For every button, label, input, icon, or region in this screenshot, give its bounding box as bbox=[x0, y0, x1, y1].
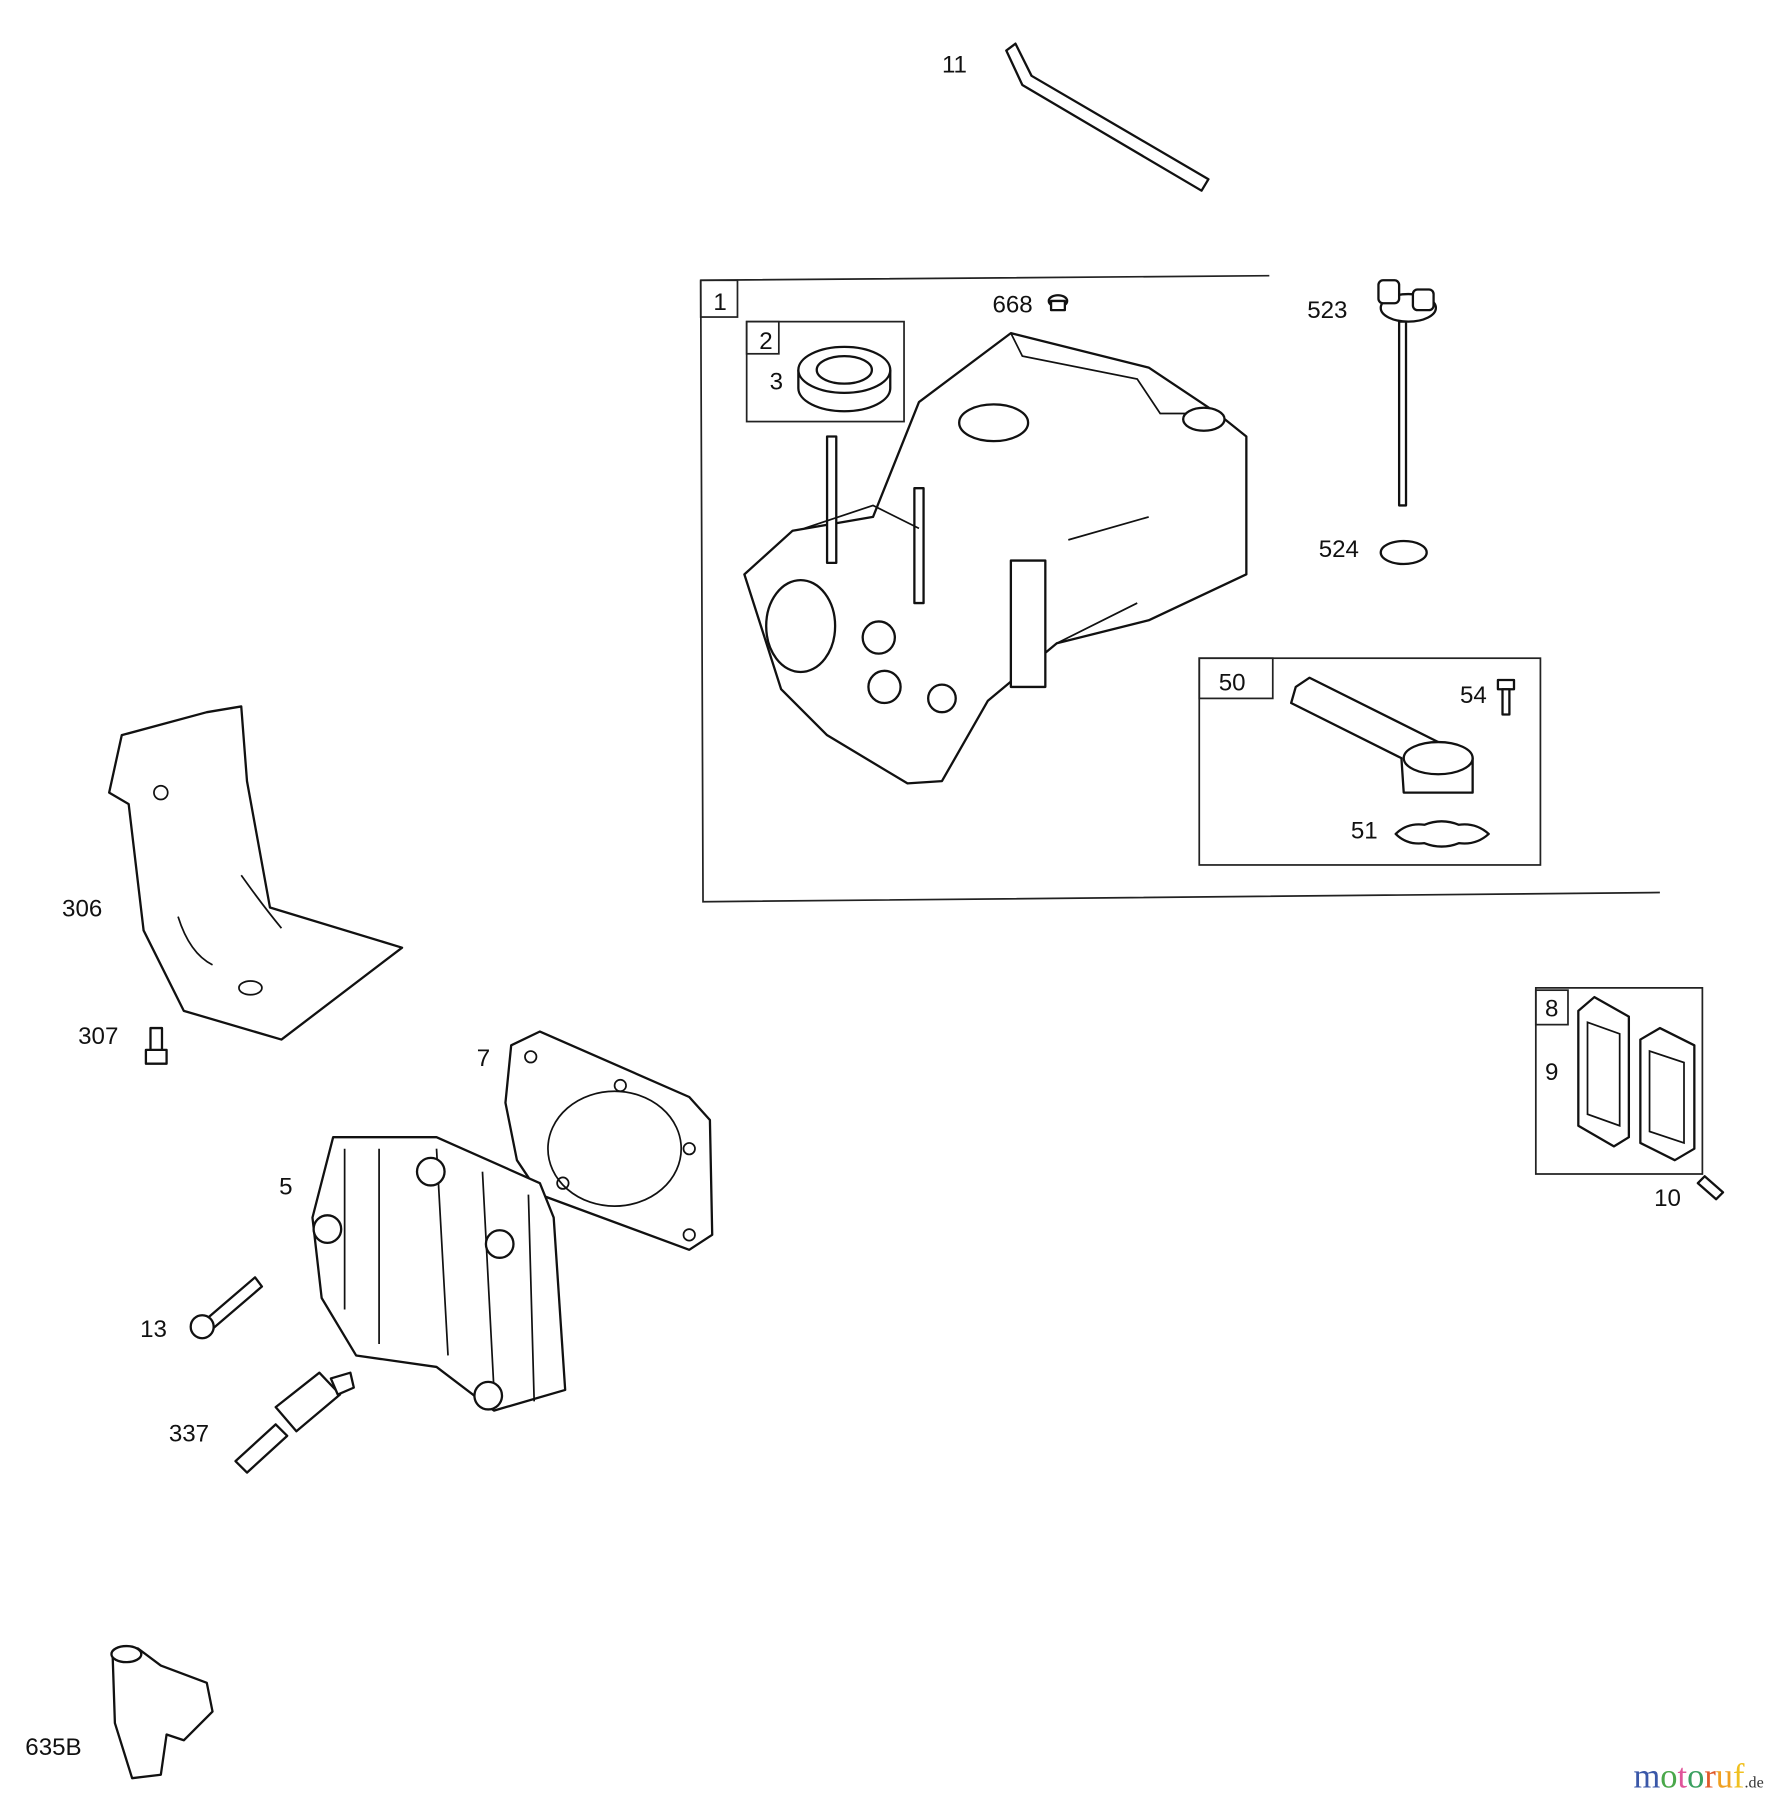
part-307-screw[interactable] bbox=[144, 1026, 168, 1065]
callout-306: 306 bbox=[62, 896, 102, 923]
watermark-logo: motoruf.de bbox=[1633, 1757, 1763, 1795]
watermark-letter: o bbox=[1687, 1757, 1704, 1795]
assembly-box-50 bbox=[1198, 657, 1542, 866]
assembly-box-8 bbox=[1534, 987, 1704, 1175]
callout-635B: 635B bbox=[25, 1734, 81, 1761]
callout-10: 10 bbox=[1654, 1185, 1681, 1212]
callout-13: 13 bbox=[140, 1316, 167, 1343]
part-valve-cover[interactable] bbox=[1639, 1026, 1696, 1162]
watermark-letter: r bbox=[1704, 1757, 1716, 1795]
callout-307: 307 bbox=[78, 1023, 118, 1050]
callout-8: 8 bbox=[1545, 996, 1558, 1023]
callout-5: 5 bbox=[279, 1174, 292, 1201]
callout-3: 3 bbox=[770, 368, 783, 395]
part-54-screw[interactable] bbox=[1496, 678, 1516, 716]
part-306-shield[interactable] bbox=[107, 705, 404, 1041]
svg-text:motoruf.de: motoruf.de bbox=[1633, 1757, 1763, 1795]
watermark-letter: u bbox=[1716, 1757, 1733, 1795]
callout-11: 11 bbox=[942, 51, 967, 78]
part-crankcase[interactable] bbox=[743, 331, 1248, 785]
callout-668: 668 bbox=[992, 291, 1032, 318]
part-523-dipstick[interactable] bbox=[1377, 279, 1438, 507]
watermark-letter: m bbox=[1633, 1757, 1660, 1795]
part-337-spark-plug[interactable] bbox=[234, 1371, 355, 1474]
callout-523: 523 bbox=[1307, 297, 1347, 324]
part-10-screw[interactable] bbox=[1696, 1175, 1725, 1201]
assembly-box-2 bbox=[745, 320, 905, 423]
watermark-letter: f bbox=[1733, 1757, 1745, 1795]
part-3-seal[interactable] bbox=[797, 345, 892, 413]
callout-337: 337 bbox=[169, 1421, 209, 1448]
part-524-o-ring[interactable] bbox=[1379, 539, 1428, 566]
callout-2: 2 bbox=[759, 328, 772, 355]
callout-7: 7 bbox=[477, 1045, 490, 1072]
watermark-letter: o bbox=[1660, 1757, 1677, 1795]
assembly-box-1 bbox=[699, 274, 1660, 903]
part-11-tube[interactable] bbox=[1005, 42, 1210, 192]
part-13-bolt[interactable] bbox=[189, 1276, 264, 1340]
part-7-head-gasket[interactable] bbox=[504, 1030, 714, 1251]
part-51-gasket[interactable] bbox=[1394, 820, 1490, 848]
part-668-plug[interactable] bbox=[1047, 294, 1069, 312]
callout-524: 524 bbox=[1319, 536, 1359, 563]
callout-50: 50 bbox=[1219, 669, 1246, 696]
part-50-breather[interactable] bbox=[1290, 676, 1474, 794]
callout-9: 9 bbox=[1545, 1059, 1558, 1086]
watermark-letter: t bbox=[1678, 1757, 1688, 1795]
callout-1: 1 bbox=[713, 289, 726, 316]
part-9-gasket[interactable] bbox=[1577, 995, 1631, 1148]
callout-54: 54 bbox=[1460, 682, 1487, 709]
part-5-cylinder-head[interactable] bbox=[311, 1136, 567, 1412]
callout-51: 51 bbox=[1351, 818, 1378, 845]
part-635B-spark-boot[interactable] bbox=[110, 1644, 214, 1780]
